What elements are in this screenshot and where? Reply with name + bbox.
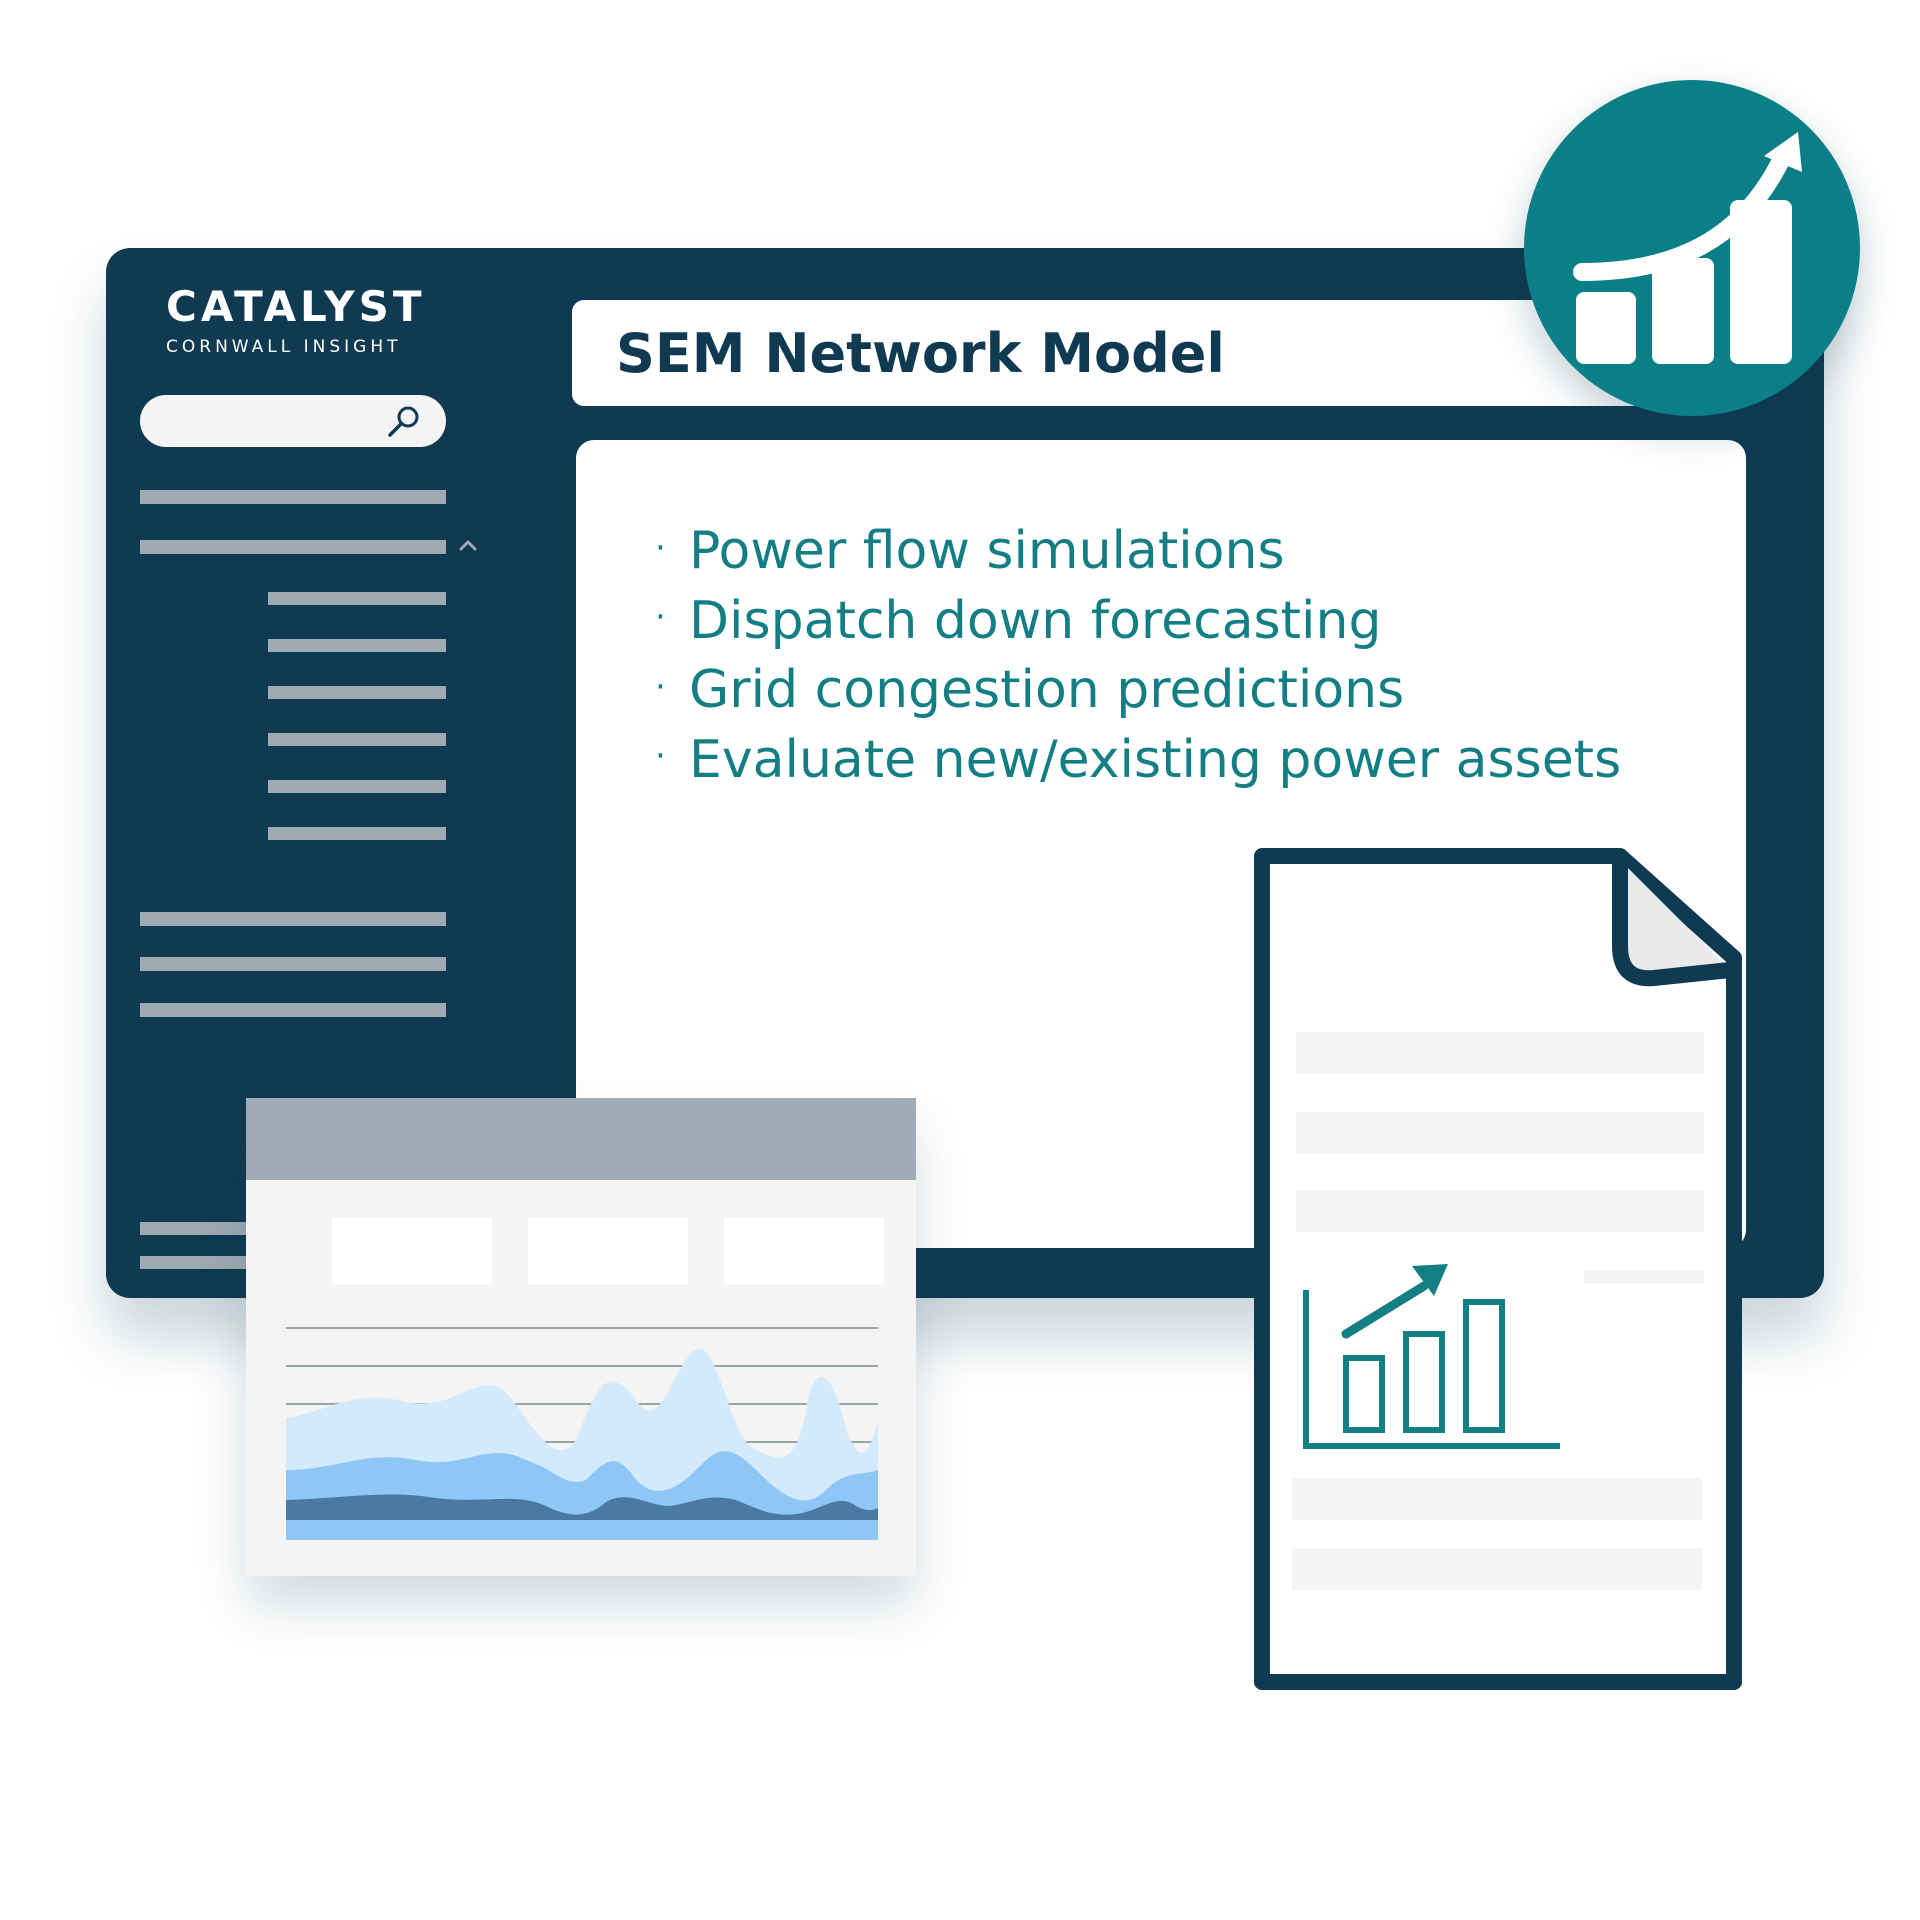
- growth-badge: [1524, 80, 1860, 416]
- area-chart: [286, 1327, 878, 1540]
- document-line: [1292, 1548, 1702, 1590]
- sidebar-subitem-4[interactable]: [268, 733, 446, 746]
- document-line: [1296, 1190, 1704, 1232]
- page-title: SEM Network Model: [616, 322, 1225, 385]
- chart-window-header: [246, 1098, 916, 1180]
- bullet: ·: [655, 597, 666, 637]
- search-input[interactable]: [140, 395, 446, 447]
- sidebar-item-5[interactable]: [140, 1003, 446, 1017]
- sidebar-item-4[interactable]: [140, 957, 446, 971]
- document-line: [1292, 1478, 1702, 1520]
- chart-tile: [528, 1218, 688, 1284]
- feature-list: ·Power flow simulations ·Dispatch down f…: [655, 518, 1621, 796]
- chart-window: [246, 1098, 916, 1576]
- document-line: [1296, 1112, 1704, 1154]
- bar-chart-icon: [1303, 1264, 1560, 1449]
- sidebar-subitem-1[interactable]: [268, 592, 446, 605]
- sidebar-item-2[interactable]: [140, 540, 446, 554]
- brand-logo-title: CATALYST: [166, 282, 426, 331]
- area-series-dark: [286, 1494, 878, 1520]
- document-line: [1296, 1032, 1704, 1074]
- chart-tile: [724, 1218, 884, 1284]
- feature-item: ·Power flow simulations: [655, 518, 1621, 588]
- bullet: ·: [655, 736, 666, 776]
- bullet: ·: [655, 527, 666, 568]
- chevron-up-icon[interactable]: [458, 538, 478, 552]
- sidebar-item-1[interactable]: [140, 490, 446, 504]
- search-icon[interactable]: [384, 402, 424, 442]
- feature-item: ·Dispatch down forecasting: [655, 588, 1621, 658]
- report-document: [1248, 846, 1742, 1692]
- document-icon: [1254, 848, 1742, 1690]
- brand-logo-subtitle: CORNWALL INSIGHT: [166, 337, 402, 357]
- document-line: [1584, 1270, 1704, 1284]
- growth-chart-icon: [1573, 132, 1802, 364]
- bullet: ·: [655, 666, 666, 707]
- sidebar-subitem-6[interactable]: [268, 827, 446, 840]
- title-bar: [572, 300, 1682, 406]
- sidebar-item-3[interactable]: [140, 912, 446, 926]
- sidebar-item-6[interactable]: [140, 1222, 250, 1235]
- chart-tile: [332, 1218, 492, 1284]
- feature-item: ·Evaluate new/existing power assets: [655, 727, 1621, 797]
- sidebar-subitem-3[interactable]: [268, 686, 446, 699]
- feature-item: ·Grid congestion predictions: [655, 657, 1621, 727]
- sidebar-subitem-2[interactable]: [268, 639, 446, 652]
- sidebar-item-7[interactable]: [140, 1256, 250, 1269]
- sidebar-subitem-5[interactable]: [268, 780, 446, 793]
